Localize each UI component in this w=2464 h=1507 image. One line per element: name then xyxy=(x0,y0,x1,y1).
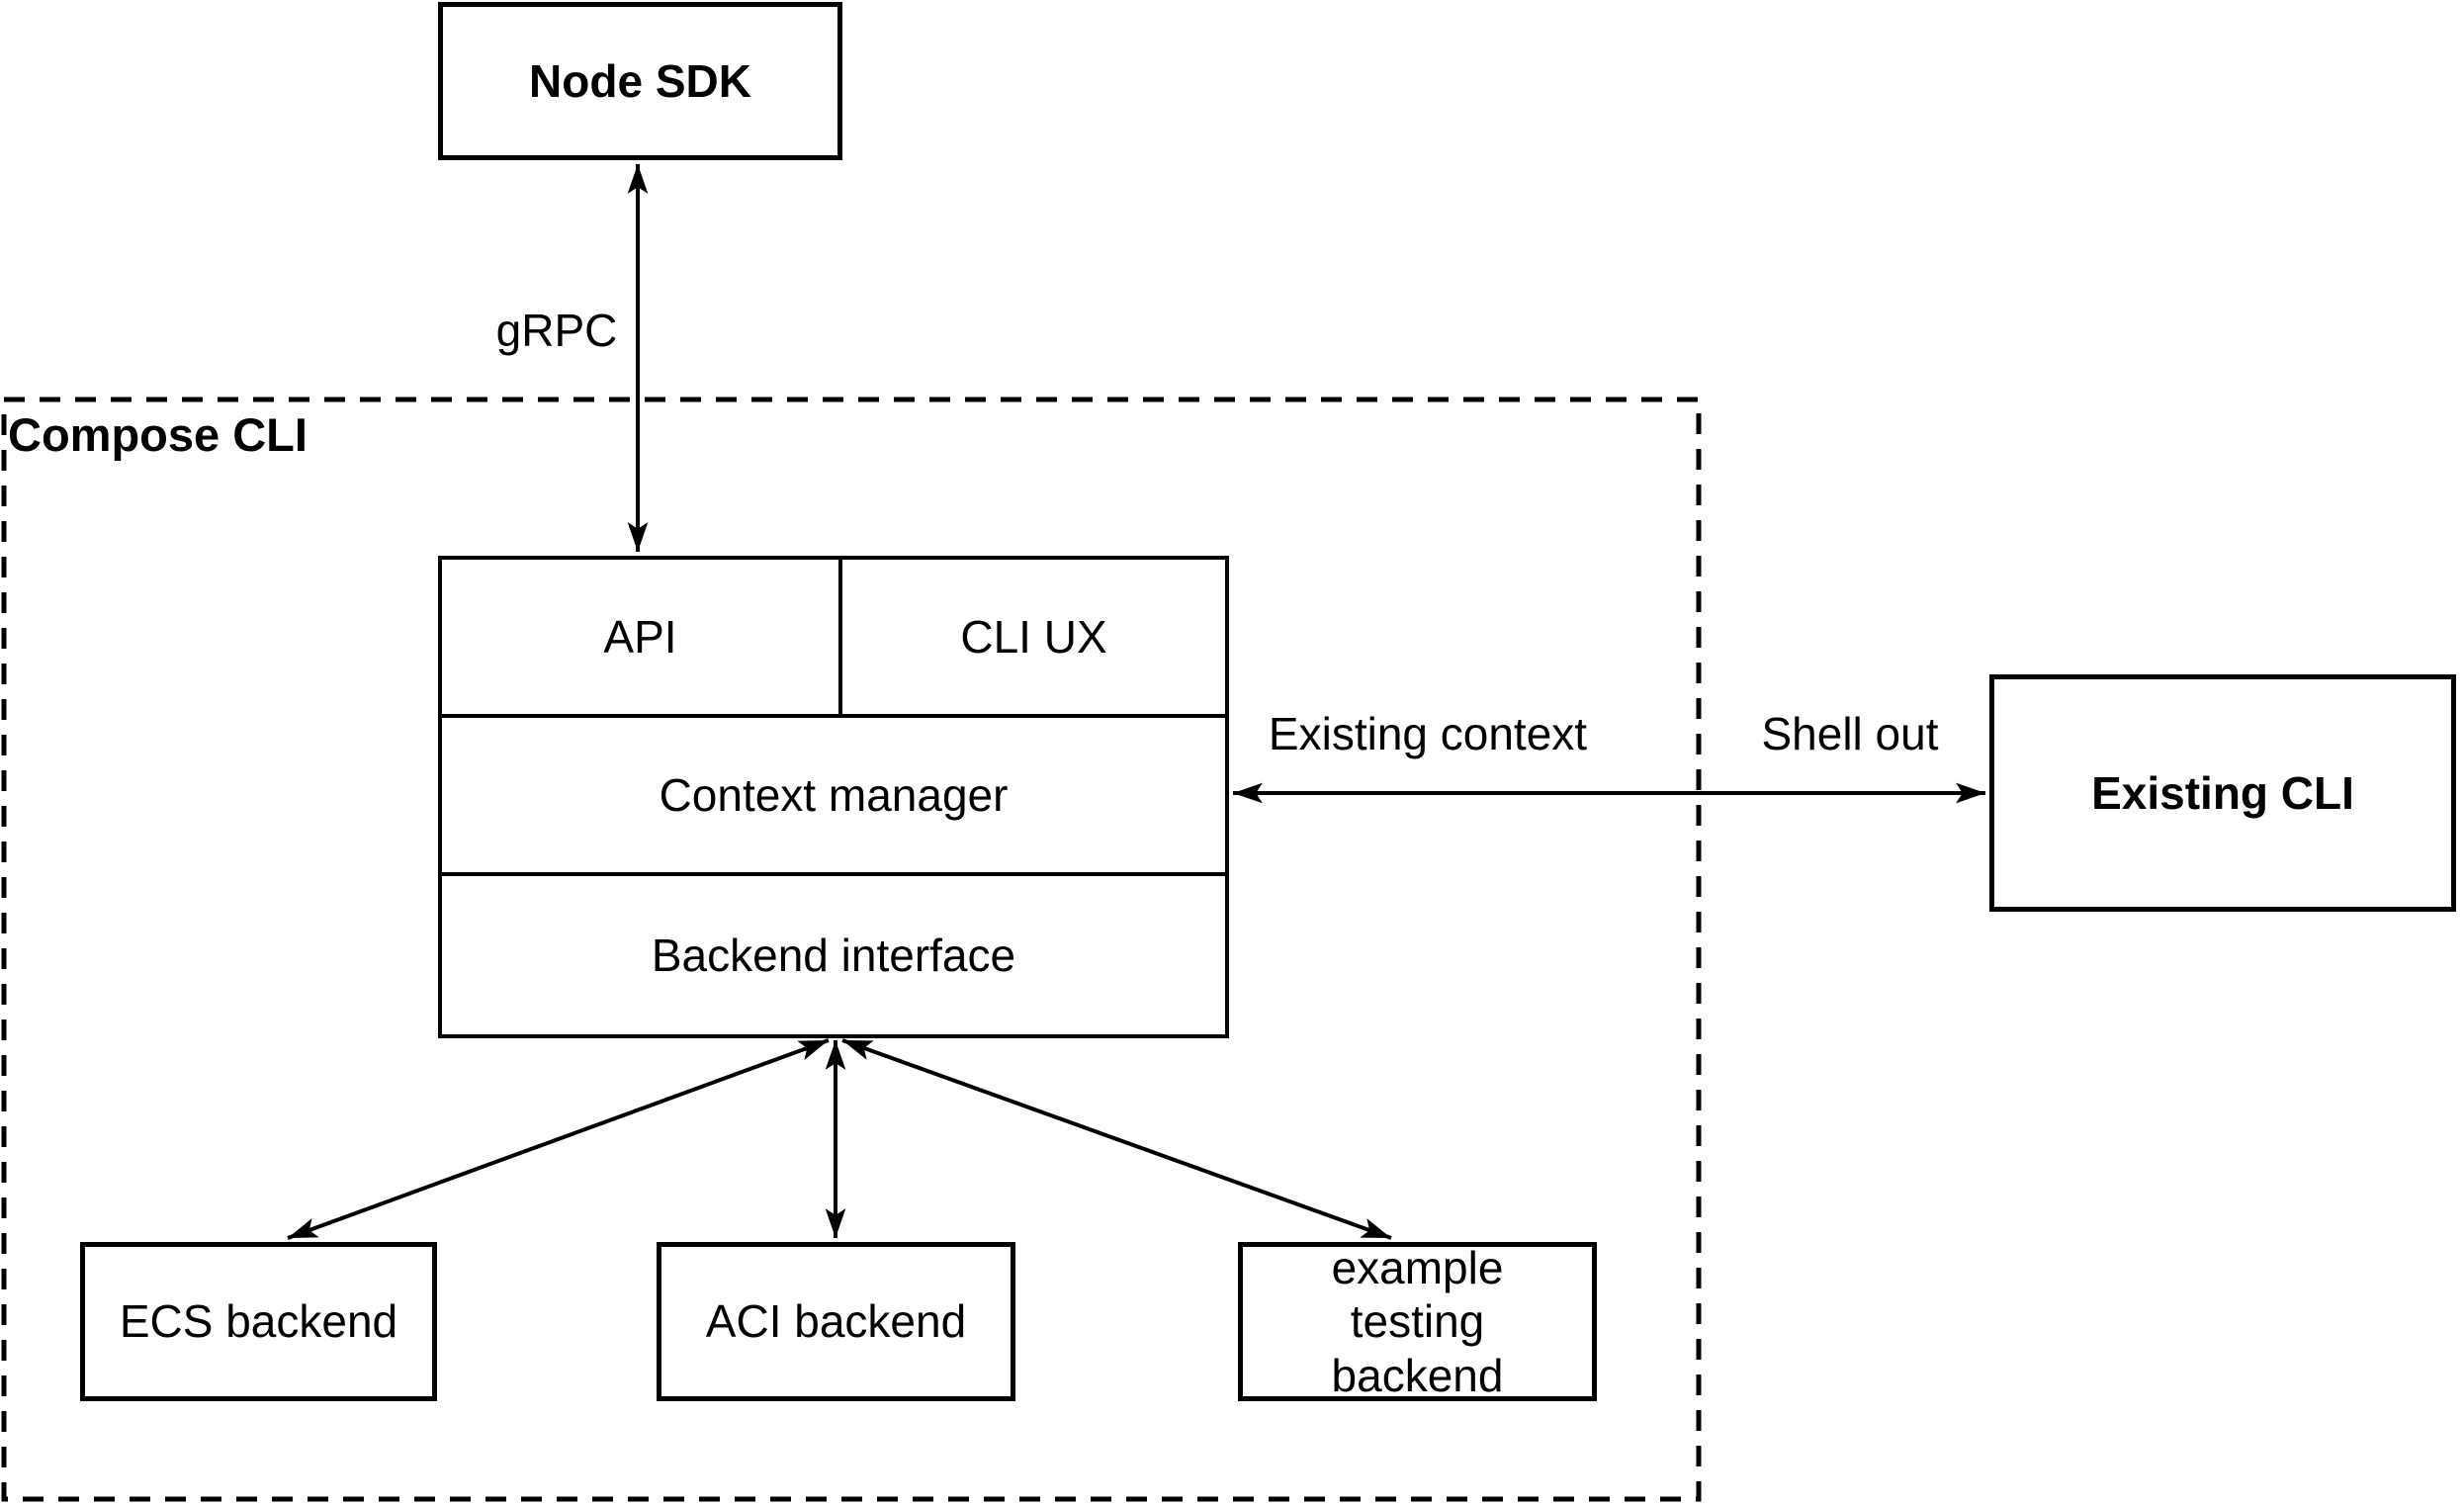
aci-backend-box: ACI backend xyxy=(657,1242,1015,1401)
compose-cli-group-border xyxy=(1,397,1702,1502)
stack-row-top: API CLI UX xyxy=(442,560,1225,718)
node-sdk-box: Node SDK xyxy=(438,2,842,160)
ecs-backend-box: ECS backend xyxy=(80,1242,437,1401)
api-cell: API xyxy=(442,560,842,714)
backend-interface-cell: Backend interface xyxy=(442,876,1225,1034)
context-manager-label: Context manager xyxy=(659,769,1009,821)
ecs-backend-connector xyxy=(287,1038,830,1240)
context-manager-cell: Context manager xyxy=(442,718,1225,872)
cli-ux-cell: CLI UX xyxy=(842,560,1225,714)
api-label: API xyxy=(603,611,677,663)
backend-interface-label: Backend interface xyxy=(651,930,1016,981)
example-testing-backend-label: example testing backend xyxy=(1331,1242,1504,1401)
node-sdk-label: Node SDK xyxy=(529,54,751,107)
aci-backend-label: ACI backend xyxy=(705,1295,967,1348)
example-testing-backend-box: example testing backend xyxy=(1238,1242,1597,1401)
compose-cli-stack-box: API CLI UX Context manager Backend inter… xyxy=(438,556,1229,1038)
shell-out-edge-label: Shell out xyxy=(1761,708,1939,759)
ecs-backend-label: ECS backend xyxy=(119,1295,398,1348)
stack-row-bottom: Backend interface xyxy=(442,876,1225,1034)
stack-row-middle: Context manager xyxy=(442,718,1225,876)
existing-cli-box: Existing CLI xyxy=(1989,674,2456,912)
example-backend-connector xyxy=(841,1038,1392,1240)
grpc-edge-label: gRPC xyxy=(495,305,618,356)
existing-cli-label: Existing CLI xyxy=(2091,766,2354,819)
existing-context-edge-label: Existing context xyxy=(1268,708,1588,759)
compose-cli-group-label: Compose CLI xyxy=(8,408,308,461)
cli-ux-label: CLI UX xyxy=(960,611,1107,663)
